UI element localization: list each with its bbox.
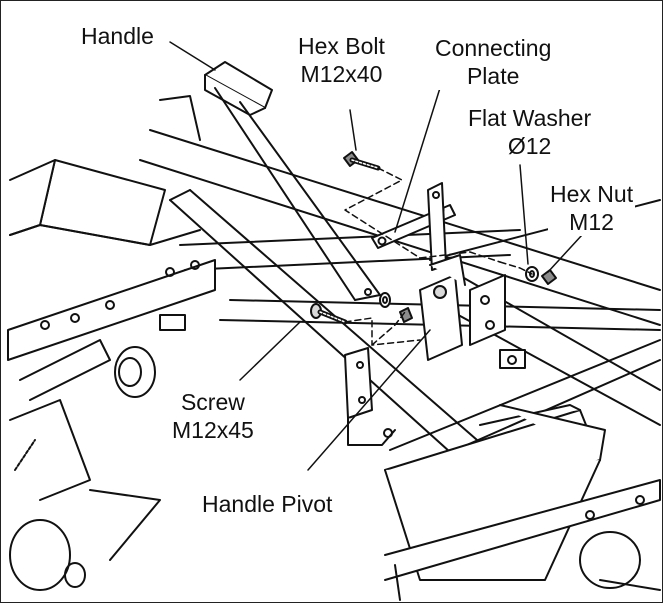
- upright-bracket: [344, 347, 396, 446]
- handle-washers: [379, 292, 413, 323]
- screw: [310, 303, 348, 325]
- left-hopper: [7, 159, 216, 361]
- label-handle: Handle: [79, 22, 156, 50]
- hex-bolt: [343, 151, 381, 171]
- label-hex-nut: Hex Nut M12: [548, 180, 636, 236]
- hex-nut: [541, 269, 557, 285]
- left-wheel-assembly: [9, 339, 161, 591]
- frame-feet: [159, 314, 526, 369]
- label-screw: Screw M12x45: [170, 388, 256, 444]
- rear-frame-tube: [139, 95, 661, 326]
- label-flat-washer: Flat Washer Ø12: [466, 104, 594, 160]
- handle-pivot-bracket: [419, 254, 506, 361]
- label-handle-pivot: Handle Pivot: [200, 490, 335, 518]
- assembly-guide-lines: [344, 167, 533, 346]
- leader-lines: [169, 41, 583, 471]
- right-hopper: [384, 404, 661, 601]
- label-hex-bolt: Hex Bolt M12x40: [296, 32, 387, 88]
- handle-bar: [204, 61, 381, 301]
- label-connecting-plate: Connecting Plate: [433, 34, 554, 90]
- connecting-plate: [371, 182, 456, 271]
